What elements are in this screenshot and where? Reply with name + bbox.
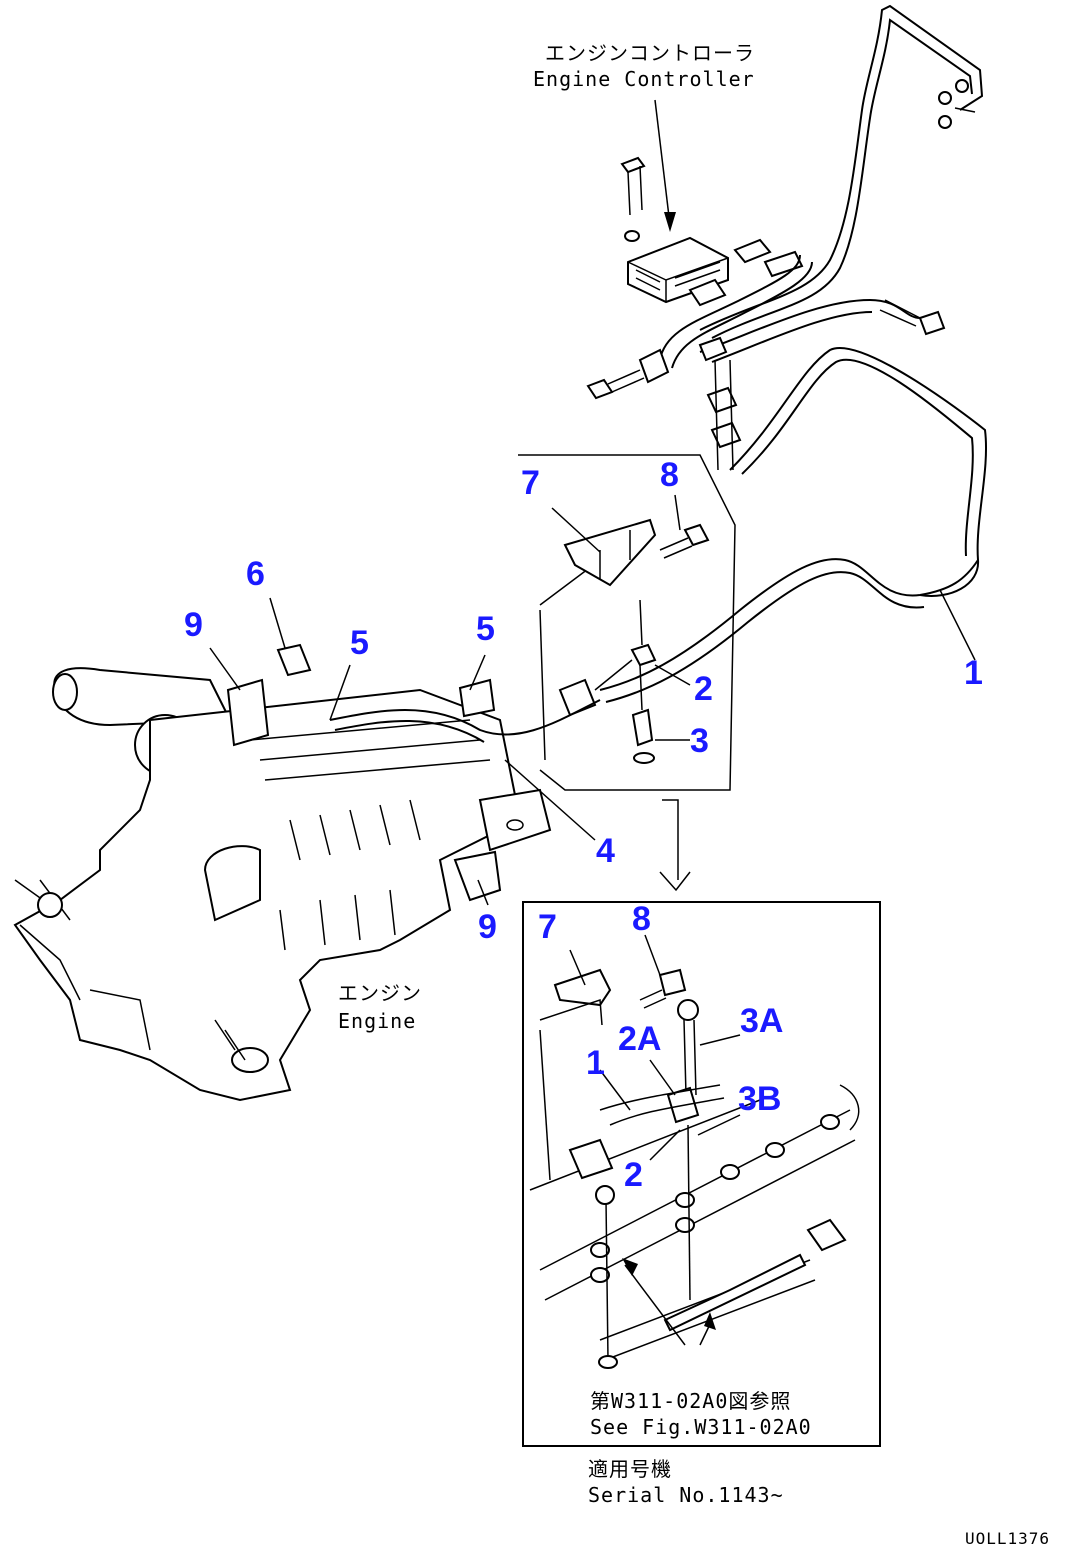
callout-3b-detail: 3B — [738, 1080, 781, 1118]
callout-6: 6 — [246, 555, 265, 593]
callout-3a-detail: 3A — [740, 1002, 783, 1040]
callout-5-left: 5 — [350, 624, 369, 662]
main-harness — [599, 558, 979, 703]
drawing-id: UOLL1376 — [965, 1529, 1050, 1548]
see-fig-label-en: See Fig.W311-02A0 — [590, 1415, 812, 1439]
engine-label-jp: エンジン — [338, 981, 422, 1005]
engine — [13, 597, 601, 1102]
callout-2a-detail: 2A — [618, 1020, 661, 1058]
callout-4: 4 — [596, 832, 615, 870]
detail-frame — [522, 901, 881, 1447]
callout-1: 1 — [964, 654, 983, 692]
upper-harness — [586, 4, 988, 597]
callout-9-upper: 9 — [184, 606, 203, 644]
callout-8-detail: 8 — [632, 900, 651, 938]
callout-2: 2 — [694, 670, 713, 708]
callout-1-detail: 1 — [586, 1044, 605, 1082]
callout-3: 3 — [690, 722, 709, 760]
see-fig-label-jp: 第W311-02A0図参照 — [590, 1389, 791, 1413]
detail-view: 第W311-02A0図参照 See Fig.W311-02A0 — [522, 901, 881, 1447]
engine-controller: エンジンコントローラ Engine Controller — [533, 41, 804, 307]
callout-2-detail: 2 — [624, 1156, 643, 1194]
callout-8: 8 — [660, 456, 679, 494]
serial-label-jp: 適用号機 — [588, 1457, 672, 1481]
callout-7-detail: 7 — [538, 908, 557, 946]
callout-7: 7 — [521, 464, 540, 502]
serial-label-en: Serial No.1143~ — [588, 1483, 784, 1507]
engine-label-en: Engine — [338, 1009, 416, 1033]
callout-9-lower: 9 — [478, 908, 497, 946]
engine-controller-label-en: Engine Controller — [533, 67, 755, 91]
engine-controller-label-jp: エンジンコントローラ — [545, 41, 755, 65]
callout-5-right: 5 — [476, 610, 495, 648]
bracket-assembly — [518, 454, 736, 791]
